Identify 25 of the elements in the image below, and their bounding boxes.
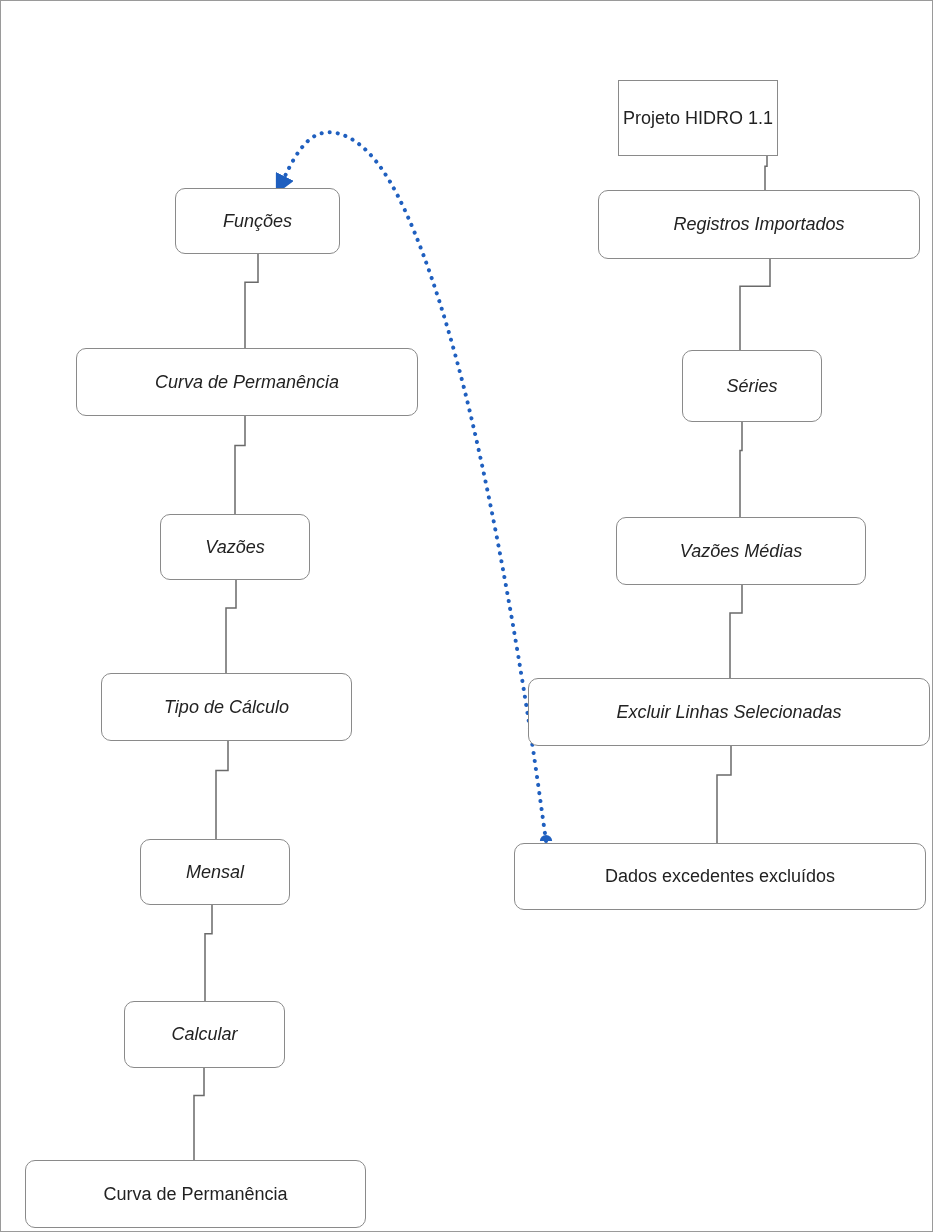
process-box: Curva de Permanência <box>76 348 418 416</box>
process-box: Séries <box>682 350 822 422</box>
connector-line <box>193 1067 205 1161</box>
connector-line <box>729 584 743 679</box>
connector-line <box>204 904 213 1002</box>
process-box: Dados excedentes excluídos <box>514 843 926 910</box>
connector-line <box>215 740 229 840</box>
process-box: Projeto HIDRO 1.1 <box>618 80 778 156</box>
process-box: Curva de Permanência <box>25 1160 366 1228</box>
process-box: Tipo de Cálculo <box>101 673 352 741</box>
dotted-arrow <box>275 130 553 843</box>
process-box: Funções <box>175 188 340 254</box>
connector-line <box>225 579 237 674</box>
connector-line <box>244 253 259 349</box>
process-box: Mensal <box>140 839 290 905</box>
connector-line <box>234 415 246 515</box>
connector-line <box>739 421 743 518</box>
process-box: Excluir Linhas Selecionadas <box>528 678 930 746</box>
process-box: Vazões <box>160 514 310 580</box>
process-box: Calcular <box>124 1001 285 1068</box>
connector-line <box>716 745 732 844</box>
connector-line <box>764 155 768 191</box>
process-box: Registros Importados <box>598 190 920 259</box>
process-box: Vazões Médias <box>616 517 866 585</box>
connector-line <box>739 258 771 351</box>
